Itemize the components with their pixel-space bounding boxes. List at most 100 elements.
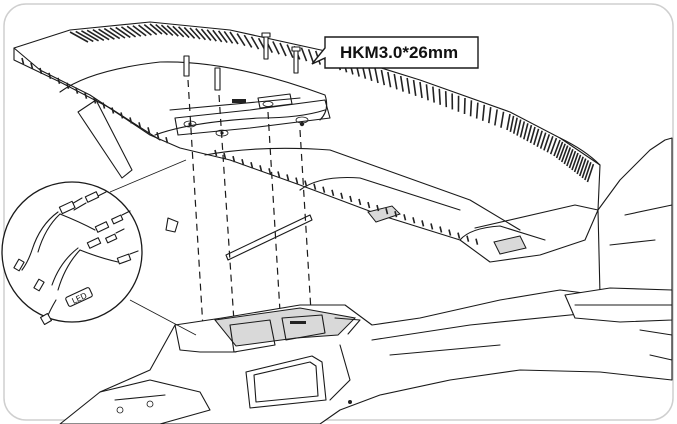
hatch-stroke [549,137,558,155]
rib-tick [403,214,407,221]
rib-tick [340,192,344,200]
rib-tick [214,149,218,157]
hatch-stroke [300,47,308,62]
rib-tick [39,67,43,75]
hatch-stroke [475,102,479,119]
rib-tick [331,189,335,196]
hatch-stroke [81,30,99,42]
hatch-stroke [109,27,126,39]
hatch-stroke [374,67,379,84]
hatch-stroke [250,36,260,50]
rib-tick [376,204,380,212]
hatch-stroke [132,25,147,37]
rib-tick [156,132,160,139]
hatch-stroke [438,88,442,105]
hatch-stroke [546,136,554,153]
rib-tick [21,57,25,65]
rib-tick [439,226,443,233]
rib-tick [241,158,245,166]
hatch-stroke [526,124,533,142]
hatch-stroke [286,44,294,59]
diagram-frame [3,3,674,421]
rib-tick [304,180,308,187]
hatch-stroke [568,150,577,169]
hatch-stroke [212,29,223,43]
rib-tick [394,211,398,218]
hatch-stroke [578,158,587,177]
hatch-stroke [160,24,174,37]
hatch-stroke [481,104,486,121]
screw-callout: HKM3.0*26mm [311,36,479,69]
hatch-stroke [86,29,105,41]
rib-tick [268,168,272,175]
hatch-stroke [166,25,179,37]
hatch-stroke [425,84,429,101]
hatch-stroke [217,30,228,44]
hatch-stroke [581,160,590,179]
hatch-stroke [432,86,435,103]
hatch-stroke [586,163,595,183]
rib-tick [138,122,142,129]
wing-strut [77,99,313,261]
hatch-stroke [380,69,386,86]
hatch-stroke [279,42,287,57]
hatch-stroke [560,145,569,163]
rib-tick [412,217,416,224]
hatch-stroke [126,25,142,37]
hatch-stroke [243,34,253,48]
rib-tick [277,171,281,178]
hatch-stroke [223,30,234,44]
rib-tick [475,238,479,245]
hatch-stroke [533,128,540,146]
hatch-stroke [138,24,152,36]
hatch-stroke [469,100,473,117]
hatch-stroke [189,27,201,40]
hatch-stroke [506,113,511,131]
rib-tick [57,77,61,84]
rib-tick [286,174,290,181]
hatch-stroke [516,119,522,136]
rib-tick [102,102,106,109]
hatch-stroke [120,26,137,38]
rib-tick [250,162,254,169]
hatch-stroke [543,134,551,151]
rib-tick [111,107,115,114]
hatch-stroke [553,139,561,157]
hatch-stroke [523,123,529,140]
hatch-stroke [487,107,492,124]
rib-tick [421,220,425,227]
rib-tick [30,62,34,70]
hatch-stroke [558,143,566,161]
hatch-stroke [200,28,212,41]
wire-harness-inset: LED [1,159,197,336]
rib-tick [358,198,362,206]
rib-tick [385,207,389,215]
hatch-stroke [519,121,526,138]
hatch-stroke [406,77,411,94]
hatch-stroke [387,71,392,88]
hatch-stroke [178,26,190,39]
screw-2 [291,46,301,74]
hatch-stroke [539,132,547,149]
hatch-stroke [509,115,515,133]
rib-tick [66,82,70,89]
hatch-stroke [183,26,196,39]
rib-tick [165,137,169,144]
hatch-stroke [529,126,536,144]
hatch-stroke [155,23,168,36]
hatch-stroke [206,29,217,42]
hatch-stroke [573,154,582,173]
hatch-stroke [143,23,158,36]
hatch-stroke [103,27,121,40]
screws [183,32,301,91]
rib-tick [322,186,326,193]
rib-tick [457,232,461,239]
hatch-stroke [536,130,543,147]
hatch-stroke [563,147,572,165]
rib-tick [295,177,299,184]
hatch-stroke [584,162,592,181]
hatch-stroke [236,33,246,47]
rib-tick [129,117,133,124]
hatch-stroke [75,30,94,43]
